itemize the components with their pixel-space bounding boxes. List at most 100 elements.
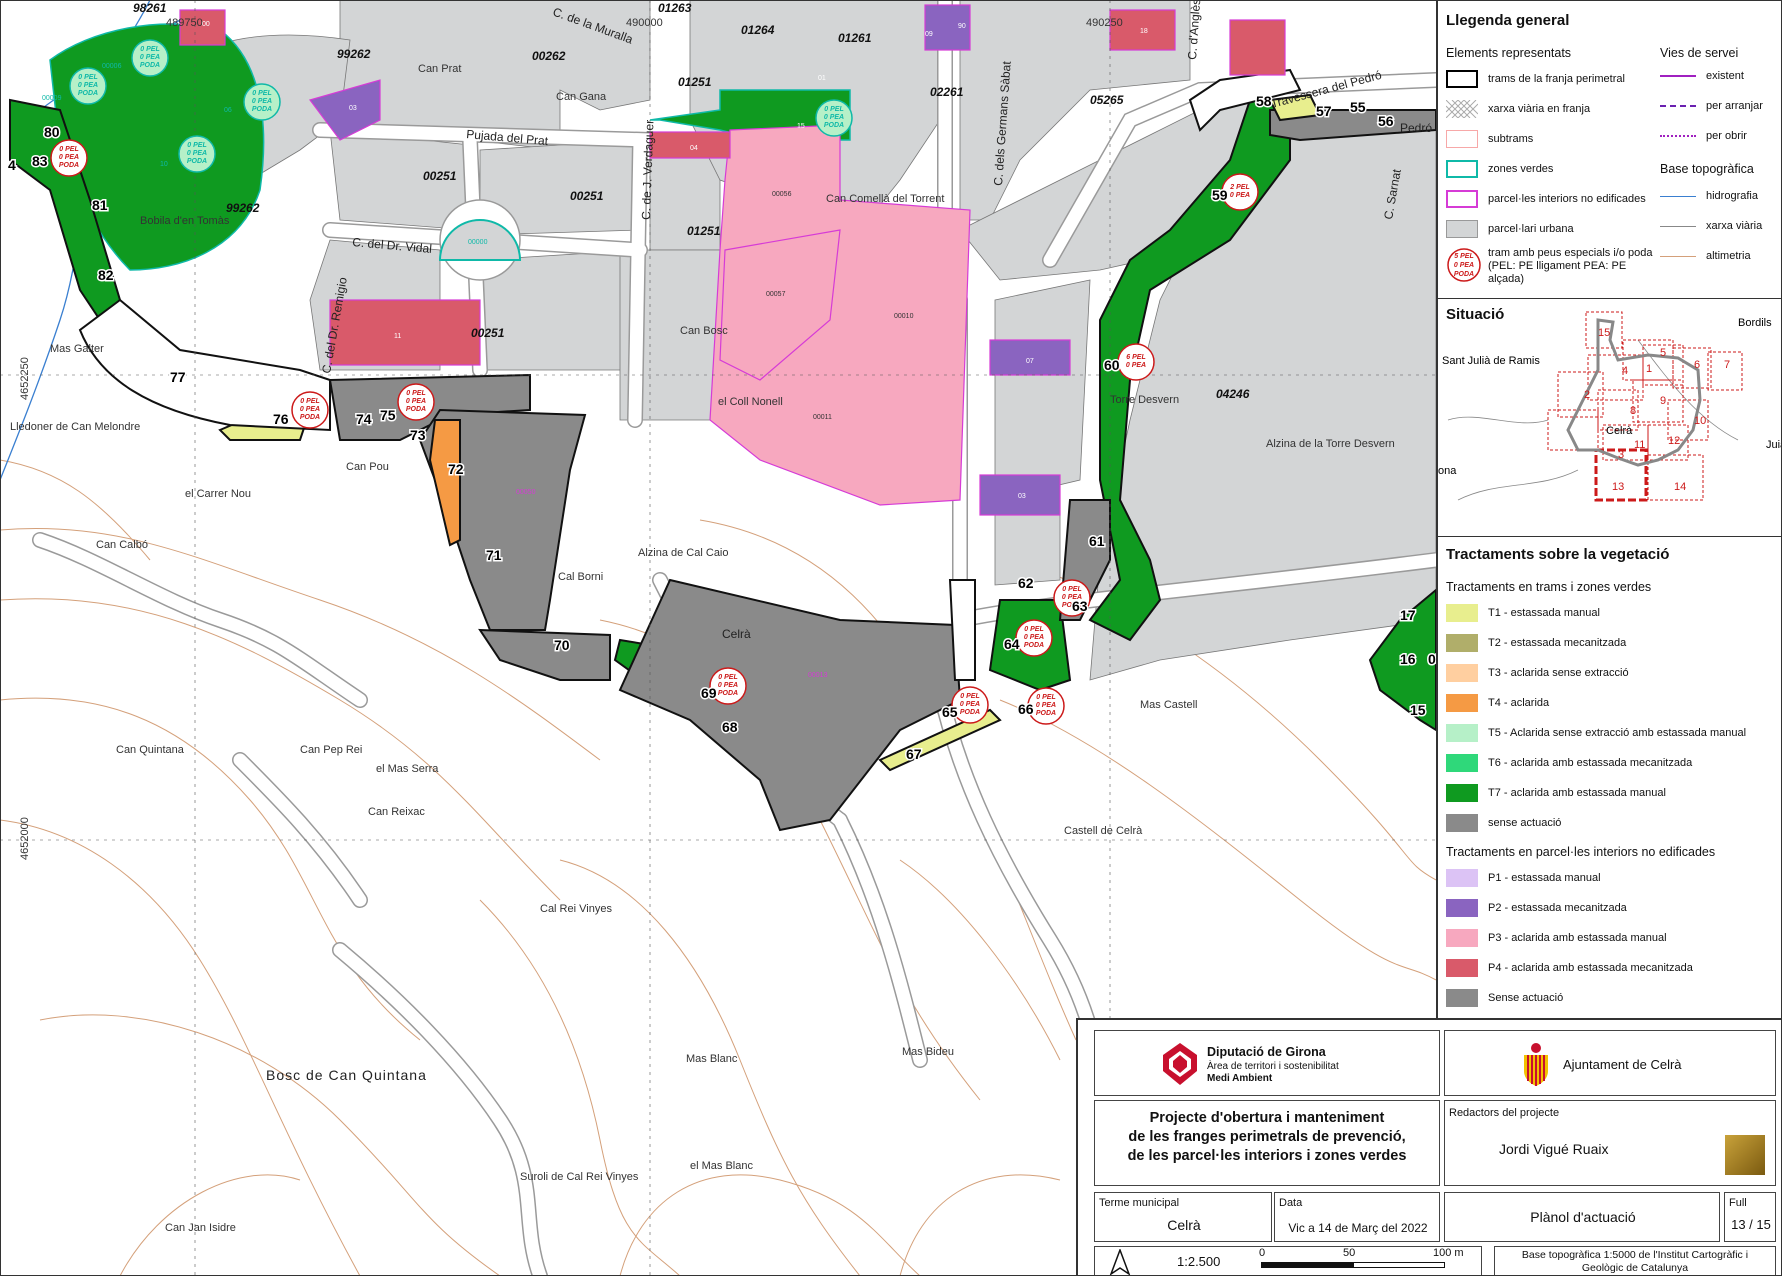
legend-item-green-zones: zones verdes <box>1446 160 1553 178</box>
legend-swatch <box>1446 634 1478 652</box>
plot-id: 00009 <box>42 95 62 102</box>
special-marker-icon: 5 PEL 0 PEA PODA <box>1447 248 1481 282</box>
treat-group-2: Tractaments en parcel·les interiors no e… <box>1446 845 1716 859</box>
place-label: Alzina de la Torre Desvern <box>1266 438 1395 450</box>
tram-number: 61 <box>1089 533 1105 549</box>
legend-swatch <box>1446 160 1478 178</box>
tram-number: 15 <box>1410 702 1426 718</box>
green-special-marker-icon[interactable] <box>243 83 281 121</box>
base-title: Base topogràfica <box>1660 162 1754 176</box>
special-marker-text: PODA <box>960 709 980 716</box>
project-title-l1: Projecte d'obertura i manteniment <box>1149 1110 1385 1126</box>
legend-label: P4 - aclarida amb estassada mecanitzada <box>1488 962 1693 974</box>
legend-label: parcel·les interiors no edificades <box>1488 193 1646 205</box>
legend-label: per arranjar <box>1706 100 1763 112</box>
plot-id: 03 <box>1018 493 1026 500</box>
dipu-box: Diputació de Girona Àrea de territori i … <box>1094 1030 1440 1096</box>
base-credit-l1: Base topogràfica 1:5000 de l'Institut Ca… <box>1521 1249 1749 1261</box>
plot-id: 01 <box>818 75 826 82</box>
tram-number: 69 <box>701 685 717 701</box>
special-tree-marker-icon[interactable] <box>291 391 329 429</box>
road-label: C. d'Anglès <box>1185 0 1203 60</box>
legend-base-hydro: hidrografia <box>1660 190 1758 202</box>
sheet-number: 9 <box>1660 395 1666 407</box>
sheet-number: 4 <box>1622 365 1628 377</box>
interior-plots-p3[interactable] <box>709 124 971 506</box>
legend-treatment-row: P3 - aclarida amb estassada manual <box>1446 929 1667 947</box>
place-label: Mas Galter <box>50 343 104 355</box>
special-tree-marker-icon[interactable] <box>1117 343 1155 381</box>
special-marker-text: 0 PEL <box>1024 626 1043 633</box>
plot-id: 00011 <box>813 414 832 421</box>
tram-number: 59 <box>1212 187 1228 203</box>
green-special-marker-icon[interactable] <box>69 67 107 105</box>
sheet-number: 1 <box>1646 363 1652 375</box>
project-title-l2: de les franges perimetrals de prevenció, <box>1128 1129 1406 1145</box>
green-special-marker-icon[interactable] <box>815 99 853 137</box>
parcel-number: 00251 <box>570 189 604 203</box>
sheet-number: 5 <box>1660 347 1666 359</box>
place-label: Suroli de Cal Rei Vinyes <box>520 1171 639 1183</box>
green-special-marker-icon[interactable] <box>131 39 169 77</box>
minimap-label-edge: ona <box>1438 465 1457 477</box>
legend-treatment-row: T2 - estassada mecanitzada <box>1446 634 1626 652</box>
green-marker-text: 0 PEA <box>140 54 160 61</box>
green-marker-text: PODA <box>140 62 160 69</box>
redactors-label: Redactors del projecte <box>1449 1107 1560 1119</box>
special-tree-marker-icon[interactable] <box>1221 173 1259 211</box>
tram-t4[interactable] <box>428 419 461 547</box>
road-label: C. de J. Verdaguer <box>639 120 656 220</box>
legend-label: trams de la franja perimetral <box>1488 73 1625 85</box>
special-tree-marker-icon[interactable] <box>50 139 88 177</box>
plot-id: 00056 <box>772 191 792 198</box>
title-block: Diputació de Girona Àrea de territori i … <box>1076 1018 1782 1276</box>
legend-label: T6 - aclarida amb estassada mecanitzada <box>1488 757 1693 769</box>
interior-plots-p4[interactable] <box>179 9 1286 366</box>
legend-vies-open: per obrir <box>1660 130 1747 142</box>
place-label: Torre Desvern <box>1110 394 1179 406</box>
place-label: Can Gana <box>556 91 607 103</box>
interior-plots-p2[interactable] <box>308 4 1071 516</box>
special-marker-text: 0 PEL <box>960 693 979 700</box>
legend-item-interior-plots: parcel·les interiors no edificades <box>1446 190 1646 208</box>
special-tree-marker-icon[interactable] <box>709 667 747 705</box>
legend-treatment-row: P4 - aclarida amb estassada mecanitzada <box>1446 959 1693 977</box>
place-label: Can Prat <box>418 63 461 75</box>
perimeter-trams-white[interactable] <box>78 68 1302 681</box>
place-label: el Mas Serra <box>376 763 439 775</box>
special-tree-marker-icon[interactable] <box>1027 687 1065 725</box>
plot-id: 04 <box>690 145 698 152</box>
place-label: el Mas Blanc <box>690 1160 753 1172</box>
full-box: Full 13 / 15 <box>1724 1192 1776 1242</box>
dipu-name: Diputació de Girona <box>1207 1045 1326 1059</box>
redactor-name: Jordi Vigué Ruaix <box>1499 1141 1609 1157</box>
tram-number: 62 <box>1018 575 1034 591</box>
treat-group-1: Tractaments en trams i zones verdes <box>1446 580 1652 594</box>
special-tree-marker-icon[interactable] <box>1015 619 1053 657</box>
special-tree-marker-icon[interactable] <box>951 686 989 724</box>
tram-number: 65 <box>942 704 958 720</box>
legend-label: tram amb peus especials i/o poda (PEL: P… <box>1488 247 1653 285</box>
legend-label: T5 - Aclarida sense extracció amb estass… <box>1488 727 1747 739</box>
tram-number: 74 <box>356 411 372 427</box>
legend-line <box>1660 75 1696 77</box>
special-marker-text: 0 PEA <box>406 398 426 405</box>
plot-id: 15 <box>797 123 805 130</box>
special-tree-marker-icon[interactable] <box>397 383 435 421</box>
green-special-marker-icon[interactable] <box>178 135 216 173</box>
special-tree-marker-icon[interactable] <box>1053 579 1091 617</box>
plot-id: 00013 <box>808 672 828 679</box>
place-label: Can Jan Isidre <box>165 1222 236 1234</box>
base-credit-box: Base topogràfica 1:5000 de l'Institut Ca… <box>1494 1246 1776 1276</box>
special-marker-text: PODA <box>406 406 426 413</box>
legend-swatch <box>1446 754 1478 772</box>
green-zone-roundabout[interactable] <box>438 219 522 261</box>
legend-treatment-row: T5 - Aclarida sense extracció amb estass… <box>1446 724 1746 742</box>
road-label: C. del Dr. Vidal <box>352 235 433 256</box>
legend-swatch <box>1446 190 1478 208</box>
legend-base-alt: altimetria <box>1660 250 1751 262</box>
